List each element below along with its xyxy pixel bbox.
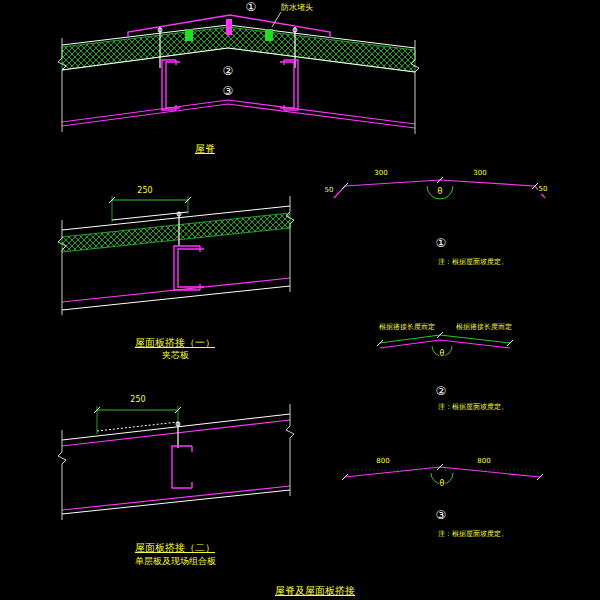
angle-symbol: θ (439, 350, 446, 359)
dimension: 50 (324, 187, 335, 195)
ridge-detail (58, 12, 419, 134)
note: 注：根据屋面坡度定。 (437, 531, 509, 539)
angle-symbol: θ (437, 188, 444, 197)
angle-symbol: θ (439, 480, 446, 489)
dimension: 300 (472, 170, 487, 178)
part-label: 防水堵头 (280, 4, 314, 13)
note: 根据搭接长度而定 (455, 324, 513, 332)
dimension: 250 (136, 187, 153, 196)
view-subtitle: 夹芯板 (161, 351, 190, 361)
drawing-caption: 屋脊及屋面板搭接 (274, 585, 356, 596)
dimension: 50 (538, 186, 549, 194)
callout-number: ③ (222, 85, 235, 98)
panel-lap-sandwich (58, 196, 294, 315)
callout-number: ① (435, 237, 448, 250)
callout-number: ③ (435, 509, 448, 522)
dimension: 800 (375, 458, 390, 466)
callout-number: ② (222, 65, 235, 78)
note: 根据搭接长度而定 (378, 324, 436, 332)
ridge-cap-profile (334, 177, 545, 199)
callout-number: ② (435, 385, 448, 398)
view-title: 屋面板搭接（一） (134, 337, 216, 348)
panel-lap-single (58, 404, 294, 520)
callout-number: ① (245, 1, 258, 14)
dimension: 800 (476, 458, 491, 466)
view-title: 屋面板搭接（二） (134, 542, 216, 553)
dimension: 250 (129, 396, 146, 405)
view-subtitle: 单层板及现场组合板 (134, 557, 217, 567)
view-title: 屋脊 (194, 143, 216, 154)
note: 注：根据屋面坡度定。 (437, 259, 509, 267)
dimension: 300 (373, 170, 388, 178)
note: 注：根据屋面坡度定。 (437, 404, 509, 412)
